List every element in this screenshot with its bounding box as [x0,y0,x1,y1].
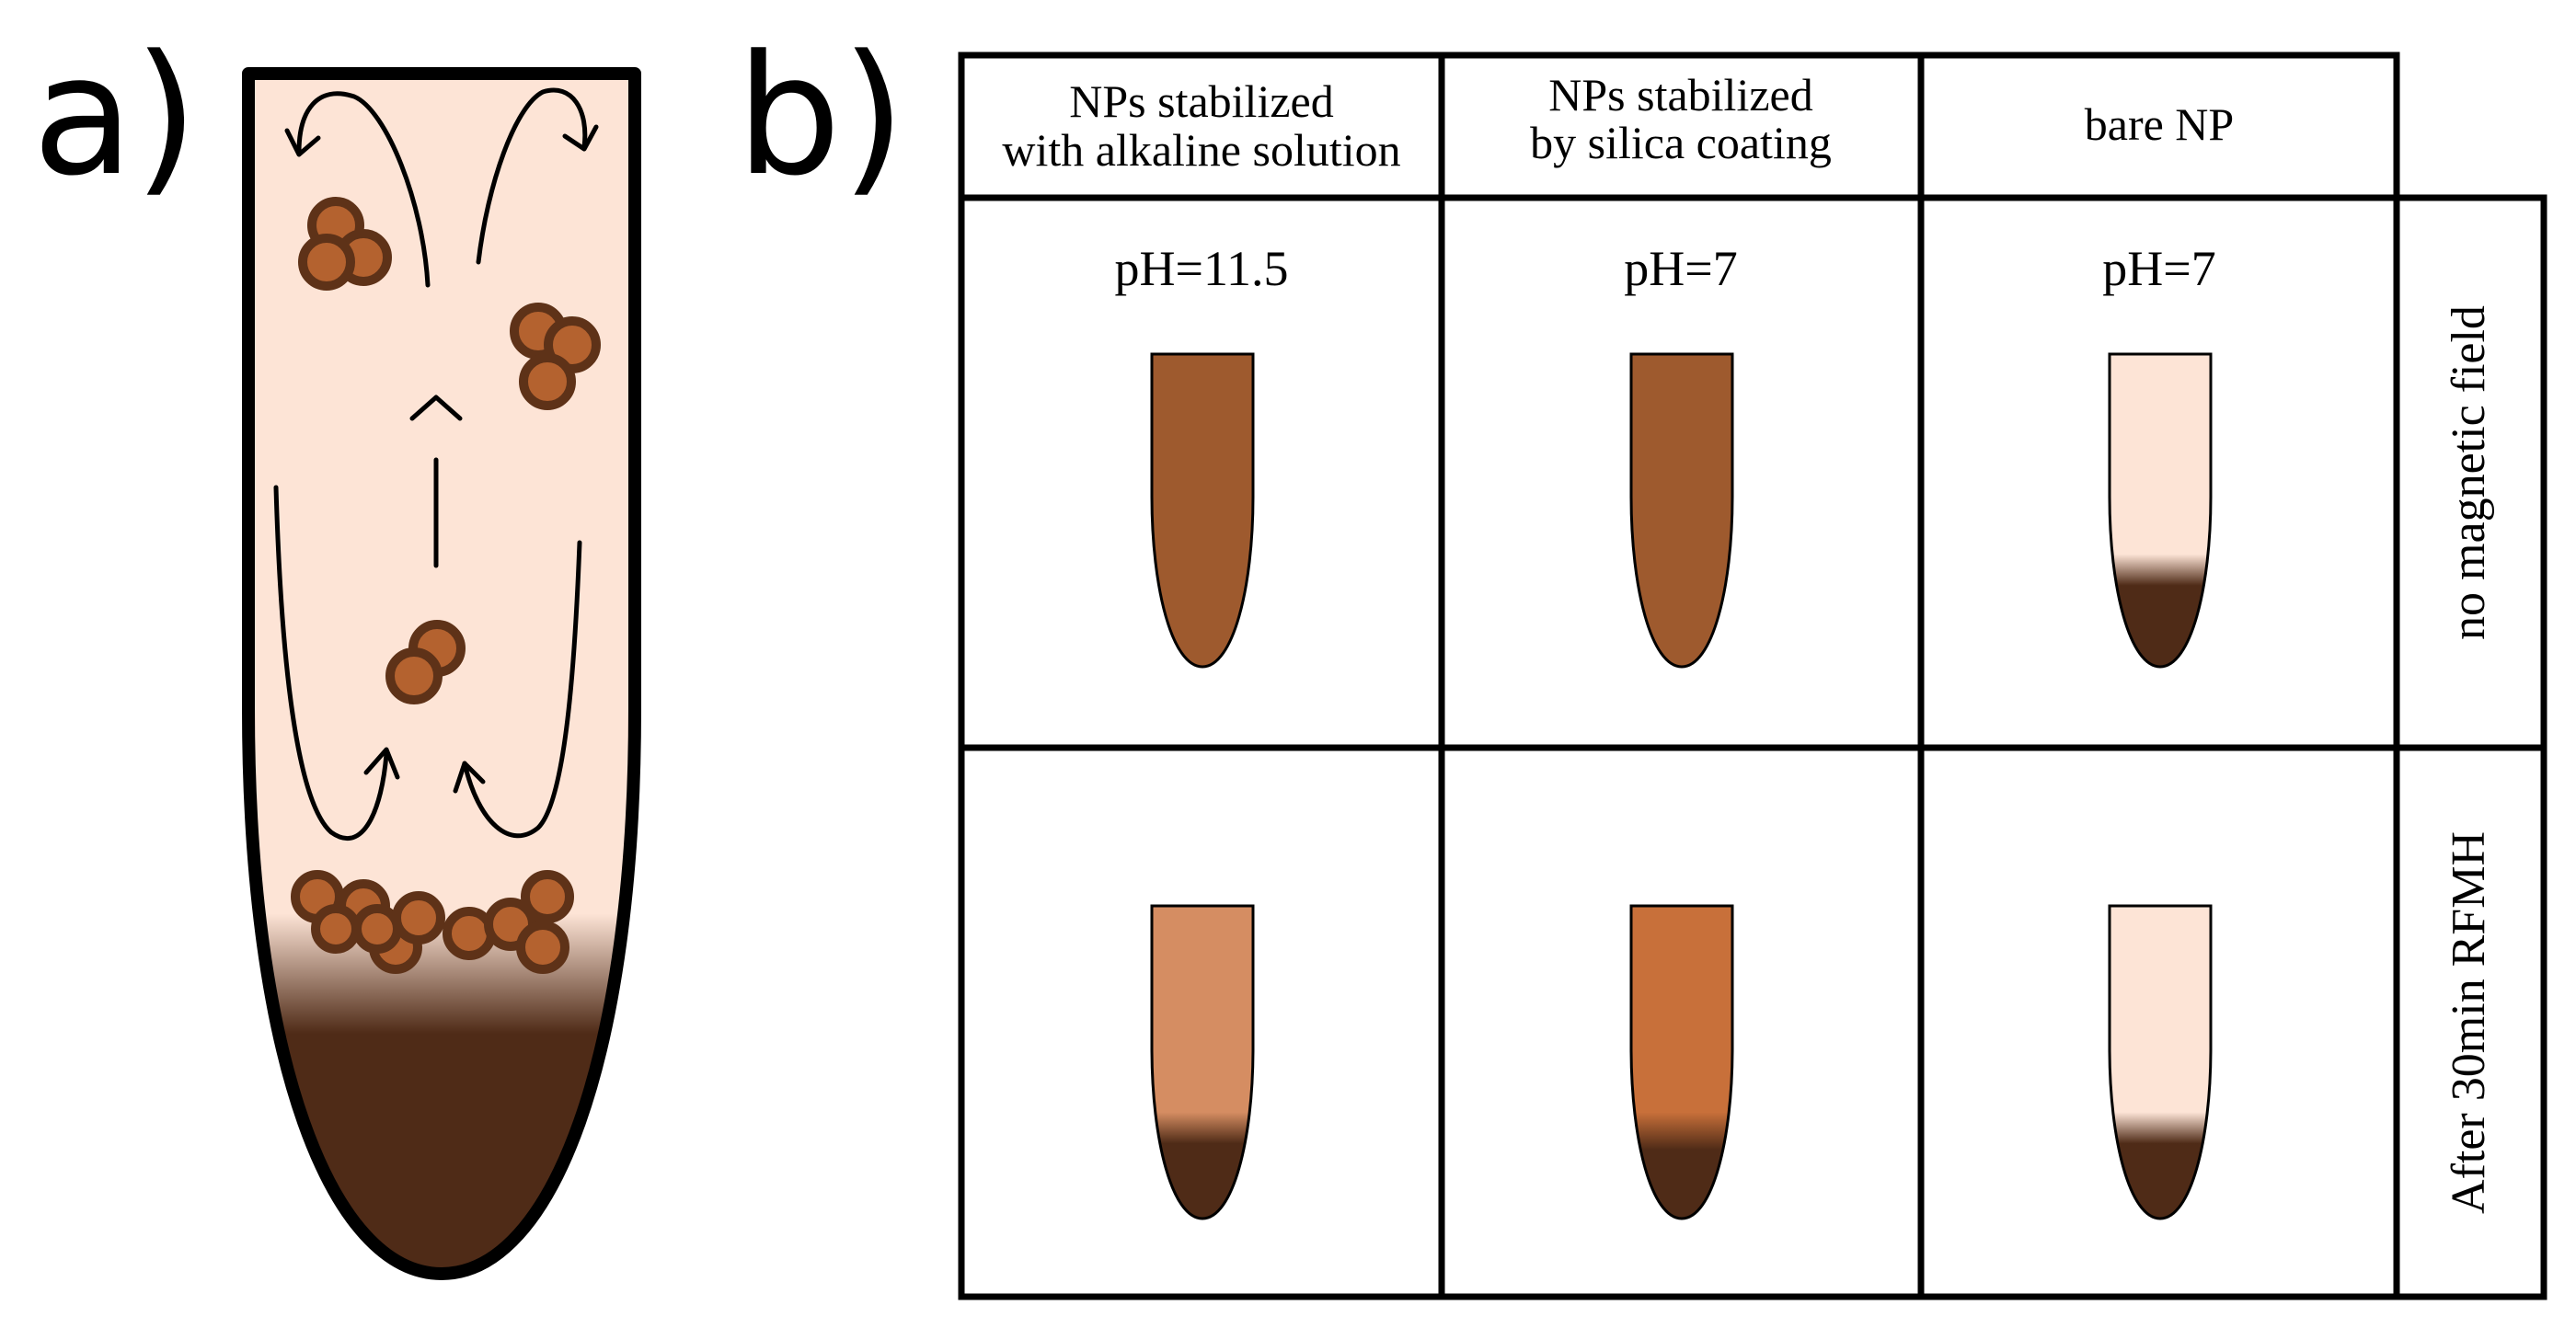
svg-text:bare NP: bare NP [2085,98,2234,150]
tube-alkaline-no-field [1150,352,1255,669]
tube-silica-after-rfmh [1629,904,1734,1220]
panel-b-label: b) [736,20,905,212]
row-label-no-field: no magnetic field [2443,305,2495,640]
row-label-after-rfmh: After 30min RFMH [2443,831,2495,1214]
nanoparticle-clusters [291,197,601,974]
ph-label: pH=7 [1624,241,1737,296]
convection-arrows [273,87,599,841]
tube-silica-no-field [1629,352,1734,669]
column-header-bare: bare NP [2085,98,2234,150]
svg-text:with alkaline solution: with alkaline solution [1002,124,1400,176]
column-header-alkaline: NPs stabilized with alkaline solution [1002,75,1400,176]
comparison-grid [958,52,2547,1300]
svg-text:NPs stabilized: NPs stabilized [1069,75,1333,127]
ph-label: pH=7 [2102,241,2215,296]
svg-text:by silica coating: by silica coating [1530,117,1832,168]
tube-alkaline-after-rfmh [1150,904,1255,1220]
tube-bare-after-rfmh [2108,904,2213,1220]
panel-a-label: a) [32,20,199,212]
ph-label: pH=11.5 [1115,241,1289,296]
column-header-silica: NPs stabilized by silica coating [1530,69,1832,168]
svg-text:NPs stabilized: NPs stabilized [1548,69,1812,120]
tube-bare-no-field [2108,352,2213,669]
